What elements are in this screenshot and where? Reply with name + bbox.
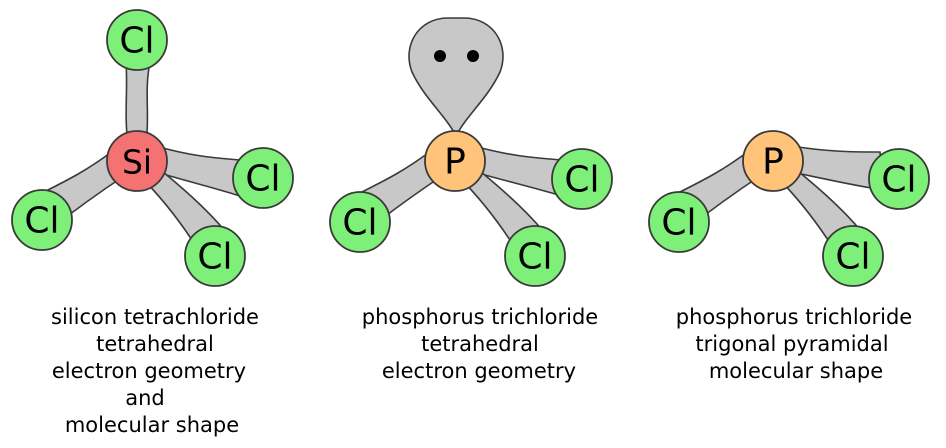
caption-line: and xyxy=(125,386,165,410)
p-atom-label: P xyxy=(762,142,784,183)
caption-line: trigonal pyramidal xyxy=(695,332,888,356)
si-atom-circle xyxy=(106,130,168,192)
p-atom-circle xyxy=(742,130,804,192)
cl-atom-label: Cl xyxy=(24,201,59,242)
cl-atom-bottom: Cl xyxy=(504,225,566,287)
p-central-atom: P xyxy=(424,130,486,192)
si-central-atom: Si xyxy=(106,130,168,192)
cl-atom-circle xyxy=(648,191,710,253)
caption-sicl4: silicon tetrachloride tetrahedral electr… xyxy=(51,305,259,437)
caption-pcl3-molecular: phosphorus trichloride trigonal pyramida… xyxy=(676,305,912,383)
cl-atom-top: Cl xyxy=(106,9,168,71)
cl-atom-label: Cl xyxy=(119,21,154,62)
caption-line: phosphorus trichloride xyxy=(362,305,598,329)
cl-atom-label: Cl xyxy=(342,203,377,244)
cl-atom-right: Cl xyxy=(232,147,294,209)
cl-atom-circle xyxy=(551,148,613,210)
caption-line: tetrahedral xyxy=(421,332,539,356)
cl-atom-left: Cl xyxy=(329,191,391,253)
cl-atom-circle xyxy=(184,225,246,287)
cl-atom-circle xyxy=(822,225,884,287)
cl-atom-circle xyxy=(504,225,566,287)
cl-atom-circle xyxy=(329,191,391,253)
caption-line: molecular shape xyxy=(65,413,239,437)
p-atom-label: P xyxy=(444,142,466,183)
lone-pair-dot-icon xyxy=(467,50,479,62)
caption-line: electron geometry xyxy=(52,359,246,383)
cl-atom-left: Cl xyxy=(648,191,710,253)
cl-atom-label: Cl xyxy=(245,159,280,200)
caption-line: phosphorus trichloride xyxy=(676,305,912,329)
cl-atom-right: Cl xyxy=(868,148,930,210)
cl-atom-circle xyxy=(232,147,294,209)
caption-line: silicon tetrachloride xyxy=(51,305,259,329)
cl-atom-circle xyxy=(11,189,73,251)
caption-line: tetrahedral xyxy=(96,332,214,356)
cl-atom-label: Cl xyxy=(197,237,232,278)
cl-atom-label: Cl xyxy=(564,160,599,201)
cl-atom-label: Cl xyxy=(835,237,870,278)
p-central-atom: P xyxy=(742,130,804,192)
lone-pair-lobe xyxy=(408,17,504,138)
cl-atom-right: Cl xyxy=(551,148,613,210)
cl-atom-bottom: Cl xyxy=(184,225,246,287)
cl-atom-label: Cl xyxy=(661,203,696,244)
caption-pcl3-electron: phosphorus trichloride tetrahedral elect… xyxy=(362,305,598,383)
molecule-sicl4: Si Cl Cl Cl Cl silicon tetrachloride tet… xyxy=(11,9,294,437)
si-atom-label: Si xyxy=(122,143,152,182)
cl-atom-left: Cl xyxy=(11,189,73,251)
lone-pair-dot-icon xyxy=(434,50,446,62)
p-atom-circle xyxy=(424,130,486,192)
cl-atom-circle xyxy=(868,148,930,210)
caption-line: molecular shape xyxy=(709,359,883,383)
cl-atom-label: Cl xyxy=(881,160,916,201)
molecule-pcl3-molecular: P Cl Cl Cl phosphorus trichloride trigon… xyxy=(648,130,930,383)
caption-line: electron geometry xyxy=(382,359,576,383)
cl-atom-label: Cl xyxy=(517,237,552,278)
molecule-pcl3-electron: P Cl Cl Cl phosphorus trichloride tetrah… xyxy=(329,17,613,383)
cl-atom-circle xyxy=(106,9,168,71)
cl-atom-bottom: Cl xyxy=(822,225,884,287)
